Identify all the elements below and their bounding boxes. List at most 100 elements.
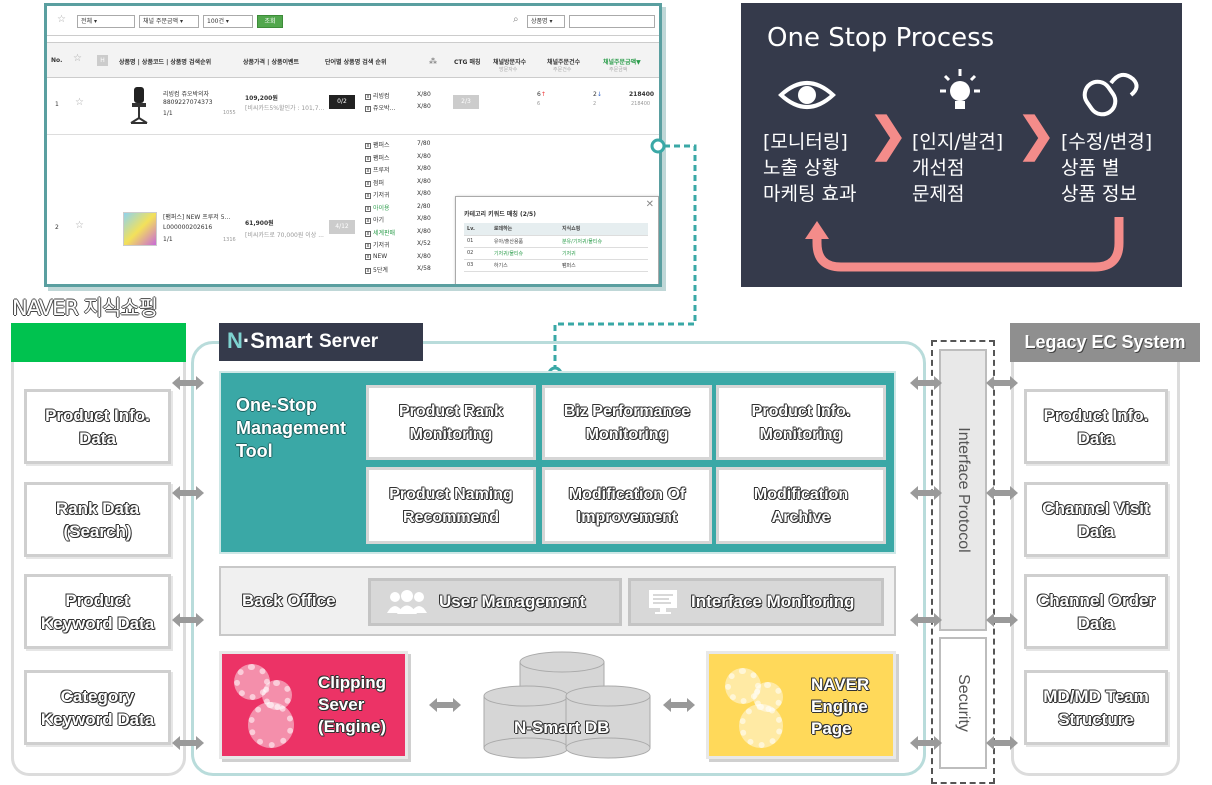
col-amount[interactable]: 채널주문금액▼ [603,59,641,66]
naver-category-keyword-box: Category Keyword Data [24,670,171,745]
remove-keyword-icon[interactable]: x [365,230,371,237]
search-icon[interactable]: ⌕ [513,14,519,25]
keyword-rank: X/80 [417,152,431,160]
double-arrow-icon [986,486,1018,500]
naver-shopping-label: NAVER 지식쇼핑 [12,296,158,320]
legacy-ec-header: Legacy EC System [1010,323,1200,362]
product-rank: 1/1 [163,236,173,243]
users-icon [387,590,427,614]
star-icon[interactable]: ☆ [57,14,66,25]
popup-header: Lv. [464,223,491,236]
table-header: No. ☆ H 상품명 | 상품코드 | 상품명 검색순위 상품가격 | 상품이… [47,42,659,78]
remove-keyword-icon[interactable]: x [365,253,371,260]
legacy-product-info-box: Product Info. Data [1024,389,1168,464]
product-naming-recommend-module[interactable]: Product Naming Recommend [366,467,536,544]
server-tab: N·Smart Server [219,323,423,361]
col-ctg: CTG 매칭 [454,59,481,66]
step3-line: 상품 정보 [1061,183,1137,205]
remove-keyword-icon[interactable]: x [365,155,371,162]
clipping-engine-box[interactable]: Clipping Sever (Engine) [219,651,408,759]
keyword: 팸퍼스 [373,154,390,162]
step2-line: 개선점 [912,157,965,179]
keyword-rank: X/52 [417,240,431,247]
remove-keyword-icon[interactable]: x [365,205,371,212]
double-arrow-icon [910,376,942,390]
ctg-badge[interactable]: 2/3 [453,95,479,109]
remove-keyword-icon[interactable]: x [365,268,371,274]
monitor-icon [649,590,677,614]
field-select[interactable]: 상품명 ▾ [527,15,565,28]
tool-title: One-Stop Management Tool [236,395,347,461]
double-arrow-icon [986,376,1018,390]
visit-count: 6 [537,91,541,98]
table-row[interactable]: 2 ☆ [팸퍼스] NEW 프루저 5... L000000202616 1/1… [47,136,659,284]
favorite-star-icon[interactable]: ☆ [75,220,84,231]
server-label: Server [319,331,379,352]
one-stop-process-panel: One Stop Process [모니터링] 노출 상황 마케팅 효과 ❯ [… [741,3,1182,287]
search-input[interactable] [569,15,655,28]
settings-icon[interactable]: ⁂ [429,57,437,66]
step1-title: [모니터링] [763,131,848,153]
favorite-star-icon[interactable]: ☆ [75,97,84,108]
keyword-rank: X/80 [417,103,431,110]
remove-keyword-icon[interactable]: x [365,180,371,187]
double-arrow-icon [172,613,204,627]
remove-keyword-icon[interactable]: x [365,143,371,149]
keyword: 아기 [373,217,385,224]
step2-title: [인지/발견] [912,131,1004,153]
product-list-screenshot: ☆ 전체 ▾ 채널 주문금액 ▾ 100건 ▾ 조회 ⌕ 상품명 ▾ No. ☆… [44,3,662,287]
page-size-select[interactable]: 100건 ▾ [203,15,253,28]
user-management-button[interactable]: User Management [368,578,622,626]
remove-keyword-icon[interactable]: x [365,193,371,199]
keyword: 기저귀 [373,242,390,249]
table-row[interactable]: 1 ☆ 리빙컴 쥬오박의자 8809227074373 1/1 1055 109… [47,79,659,135]
double-arrow-icon [429,698,461,712]
keyword: 기저귀 [373,192,390,199]
col-price: 상품가격 | 상품이벤트 [243,59,300,66]
remove-keyword-icon[interactable]: x [365,168,371,174]
double-arrow-icon [172,376,204,390]
keyword-rank: X/58 [417,265,431,272]
keyword-rank: X/80 [417,165,431,172]
product-name[interactable]: [팸퍼스] NEW 프루저 5... [163,214,231,221]
keyword: 아이용 [373,204,390,212]
biz-performance-monitoring-module[interactable]: Biz Performance Monitoring [542,385,712,460]
sort-select[interactable]: 채널 주문금액 ▾ [139,15,199,28]
popup-cell: 02 [464,247,491,260]
popup-title: 카테고리 키워드 매칭 (2/5) [464,211,536,218]
keyword: 프루저 [373,167,390,174]
security-label: Security [955,674,972,732]
product-info-monitoring-module[interactable]: Product Info. Monitoring [716,385,886,460]
remove-keyword-icon[interactable]: x [365,243,371,249]
product-name[interactable]: 리빙컴 쥬오박의자 [163,91,210,98]
order-count: 2 [593,91,597,98]
col-no: No. [51,57,63,64]
remove-keyword-icon[interactable]: x [365,218,371,224]
user-management-label: User Management [439,592,586,611]
keyword-rank: X/80 [417,227,431,235]
gear-icon [739,704,783,748]
modification-improvement-module[interactable]: Modification Of Improvement [542,467,712,544]
interface-monitoring-button[interactable]: Interface Monitoring [628,578,884,626]
popup-cell: 01 [464,235,491,248]
category-select[interactable]: 전체 ▾ [77,15,135,28]
product-rank-monitoring-module[interactable]: Product Rank Monitoring [366,385,536,460]
double-arrow-icon [910,486,942,500]
product-rank: 1/1 [163,110,173,117]
category-select-value: 전체 [81,18,93,25]
naver-engine-page-box[interactable]: NAVER Engine Page [706,651,896,759]
hide-col-icon[interactable]: H [97,55,108,66]
word-score-badge: 0/2 [329,95,355,109]
close-icon[interactable]: ✕ [645,199,654,210]
search-button[interactable]: 조회 [257,15,283,28]
sub-orders: 주문건수 [553,67,572,73]
keyword: 세계판매 [373,229,396,237]
popup-cell: 03 [464,259,491,272]
double-arrow-icon [986,613,1018,627]
modification-archive-module[interactable]: Modification Archive [716,467,886,544]
product-price: 61,900원 [245,220,274,227]
